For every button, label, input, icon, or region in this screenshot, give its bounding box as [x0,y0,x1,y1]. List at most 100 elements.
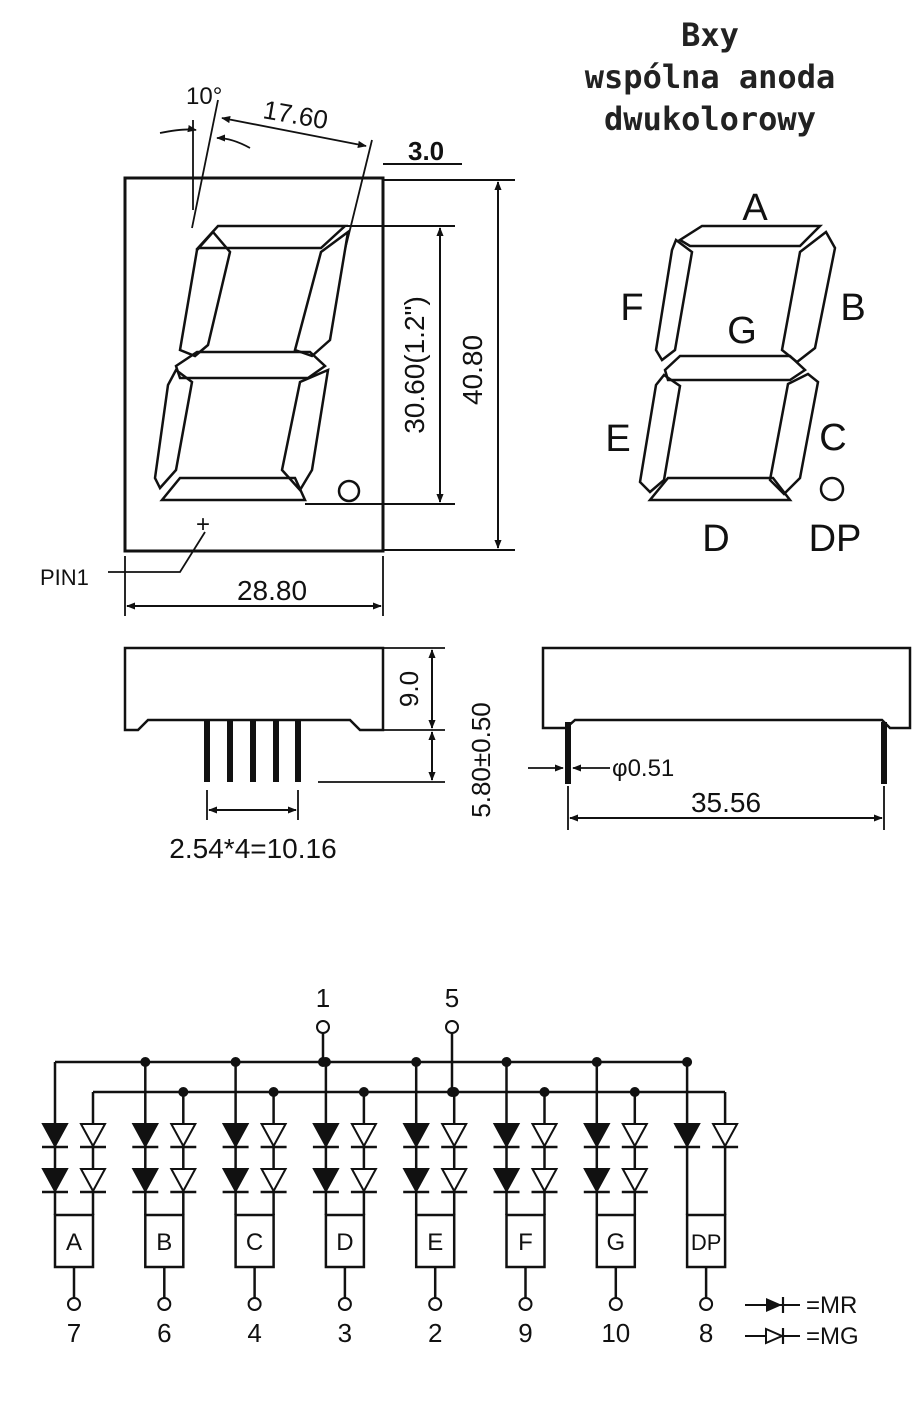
front-seg-c [280,367,330,493]
angle-label: 10° [186,83,222,110]
map-label-a: A [742,187,768,229]
title-line-3: dwukolorowy [604,100,816,138]
green-diode-a-2 [79,1168,107,1194]
legend-mr-label: =MR [806,1292,857,1319]
red-junction-c [230,1057,241,1067]
green-junction-c [268,1087,279,1097]
map-seg-d [647,476,793,502]
hollow-diode-icon [765,1327,785,1345]
map-label-b: B [840,287,865,329]
segment-label-b: B [156,1229,172,1256]
green-diode-b-2 [169,1168,197,1194]
front-view: + PIN1 10° 17.60 3.0 30.60(1.2") 40.80 2… [40,83,515,616]
legend: =MR =MG [745,1292,859,1350]
pin1-leader [108,531,206,573]
row-spacing-label: 35.56 [691,787,761,818]
common-1-junction [318,1057,328,1067]
green-diode-f-1 [530,1123,559,1149]
common-pin-1-label: 1 [316,983,330,1013]
body-height-label: 9.0 [394,671,424,707]
map-seg-b [780,230,837,364]
segment-label-a: A [66,1229,82,1256]
side-view-right: φ0.51 35.56 [528,646,912,830]
cathode-terminal-b [157,1297,172,1311]
red-diode-e-1 [402,1123,430,1149]
cathode-terminal-dp [699,1297,714,1311]
green-diode-g-1 [621,1123,649,1149]
green-diode-e-2 [440,1168,468,1194]
side-body-outline [123,646,385,732]
front-seg-b [293,229,350,358]
map-label-d: D [702,518,729,560]
cathode-pin-b: 6 [157,1318,171,1348]
side-pins [204,720,301,782]
map-seg-a [677,224,824,248]
green-diode-d-1 [350,1123,378,1149]
map-dp-dot [819,476,845,502]
green-diode-f-2 [530,1168,559,1194]
digit-height-label: 30.60(1.2") [399,296,430,434]
segment-map: A B C D E F G DP [605,187,865,560]
title-line-2: wspólna anoda [584,58,836,96]
cathode-terminal-d [337,1297,352,1311]
pin1-plus-mark: + [196,511,210,538]
red-diode-a-1 [41,1123,69,1149]
side-right-pin-right [881,722,887,784]
front-digit-segments [153,224,350,502]
red-junction-b [140,1057,151,1067]
cathode-terminal-f [518,1297,533,1311]
segment-label-dp: DP [691,1230,722,1255]
cathode-pin-dp: 8 [699,1318,713,1348]
green-junction-d [358,1087,369,1097]
filled-diode-icon [766,1298,782,1312]
cathode-terminal-e [428,1297,443,1311]
common-pin-5-label: 5 [445,983,459,1013]
red-diode-a-2 [41,1168,69,1194]
segment-box-c [234,1213,275,1269]
cathode-pin-a: 7 [67,1318,81,1348]
segment-label-e: E [427,1229,443,1256]
green-diode-b-1 [169,1123,197,1149]
map-label-g: G [727,310,757,352]
cathode-pin-c: 4 [247,1318,261,1348]
front-dp-dot [337,479,361,503]
legend-mg-label: =MG [806,1323,859,1350]
top-width-dimension [221,116,367,148]
side-pin [295,720,301,782]
front-seg-e [153,368,194,491]
common-pin-1-terminal [316,1020,330,1034]
red-diode-e-2 [402,1168,430,1194]
side-pin [204,720,210,782]
red-junction-e [411,1057,422,1067]
red-diode-d-1 [312,1123,340,1149]
map-label-e: E [605,418,630,460]
pin-diameter-label: φ0.51 [612,755,674,782]
slant-extension-left [191,99,219,229]
common-pin-5-terminal [445,1020,459,1034]
segment-box-e [414,1213,456,1269]
side-pin [250,720,256,782]
side-pin [227,720,233,782]
top-width-label: 17.60 [261,94,330,135]
red-diode-g-1 [583,1123,611,1149]
segment-label-c: C [246,1229,263,1256]
cathode-terminal-g [608,1297,623,1311]
map-seg-e [638,373,682,494]
green-diode-a-1 [79,1123,107,1149]
cathode-terminal-a [67,1297,81,1311]
edge-label: 3.0 [408,136,444,166]
front-seg-g [174,350,327,380]
cathode-terminal-c [247,1297,262,1311]
map-seg-c [768,372,820,496]
front-body-outline [123,176,385,553]
pin1-label: PIN1 [40,565,89,590]
green-junction-b [178,1087,189,1097]
cathode-pin-e: 2 [428,1318,442,1348]
segment-label-d: D [336,1229,353,1256]
side-pin [273,720,279,782]
red-diode-b-2 [131,1168,159,1194]
map-label-dp: DP [809,518,862,560]
red-junction-f [501,1057,512,1067]
